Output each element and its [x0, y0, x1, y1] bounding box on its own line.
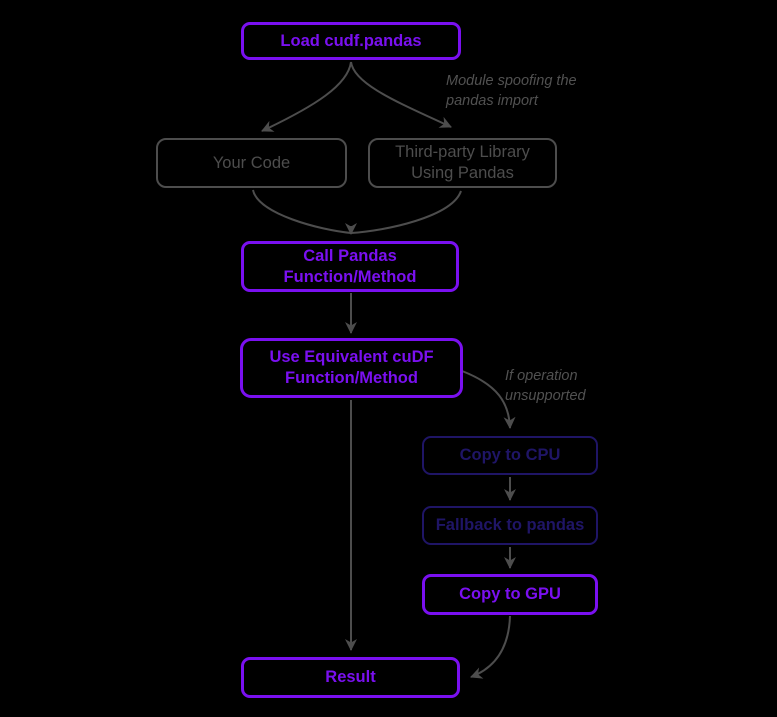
arrow-copy-gpu-to-result: [470, 615, 511, 679]
node-copy-to-cpu: Copy to CPU: [422, 436, 598, 475]
node-copy-to-gpu-label: Copy to GPU: [459, 585, 561, 603]
node-result-label: Result: [325, 668, 376, 686]
node-call-pandas-label-line2: Function/Method: [283, 267, 417, 286]
arrow-load-to-third-party: [350, 61, 452, 128]
note-module-spoofing: Module spoofing the pandas import: [446, 71, 606, 111]
node-use-equivalent-label-line1: Use Equivalent cuDF: [269, 348, 434, 366]
node-your-code-label: Your Code: [212, 153, 291, 172]
node-your-code: Your Code: [156, 138, 347, 188]
node-result: Result: [241, 657, 460, 698]
note-module-spoofing-line1: Module spoofing the: [446, 73, 577, 89]
note-if-unsupported-line1: If operation: [505, 368, 578, 384]
node-fallback-label: Fallback to pandas: [435, 516, 585, 534]
node-third-party-library: Third-party Library Using Pandas: [368, 138, 557, 188]
node-use-equivalent-cudf: Use Equivalent cuDF Function/Method: [240, 338, 463, 398]
arrow-third-party-to-call: [350, 190, 462, 234]
note-if-unsupported-line2: unsupported: [505, 388, 586, 404]
node-copy-to-gpu: Copy to GPU: [422, 574, 598, 615]
note-module-spoofing-line2: pandas import: [446, 93, 538, 109]
node-call-pandas: Call Pandas Function/Method: [241, 241, 459, 292]
node-copy-to-cpu-label: Copy to CPU: [459, 446, 561, 464]
node-use-equivalent-label-line2: Function/Method: [285, 369, 418, 387]
node-third-party-label-line2: Using Pandas: [411, 164, 514, 182]
note-if-operation-unsupported: If operation unsupported: [505, 366, 625, 406]
node-fallback-to-pandas: Fallback to pandas: [422, 506, 598, 545]
node-load-cudf-pandas: Load cudf.pandas: [241, 22, 461, 60]
node-third-party-label-line1: Third-party Library: [395, 143, 530, 161]
arrow-load-to-your-code: [261, 61, 352, 132]
node-load-cudf-pandas-label: Load cudf.pandas: [280, 31, 422, 50]
arrow-your-code-to-call: [252, 189, 352, 234]
arrow-use-to-copy-cpu: [461, 370, 516, 429]
node-call-pandas-label-line1: Call Pandas: [303, 246, 397, 265]
